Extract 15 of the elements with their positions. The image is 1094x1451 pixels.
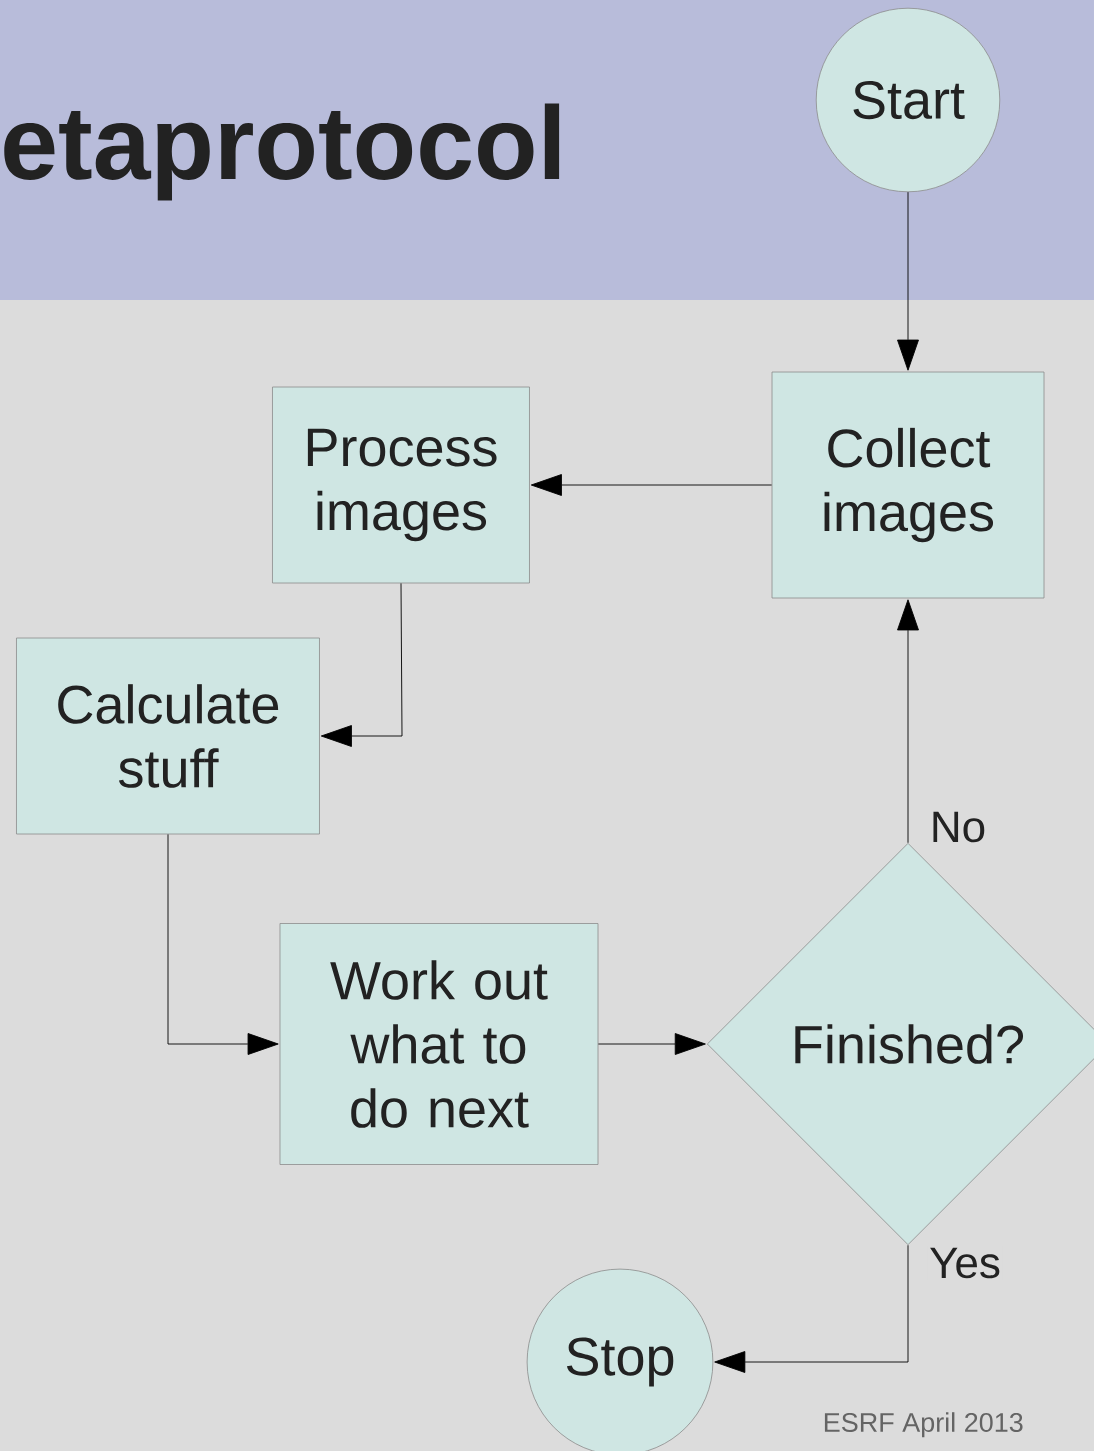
arrow [530,474,773,496]
process-box: Work out what to do next [279,923,599,1165]
edge-label: No [927,809,989,845]
process-box: Collect images [771,371,1045,599]
arrow [714,1244,909,1373]
title: etaprotocol [4,103,560,201]
arrow [897,599,919,844]
process-box: Process images [272,386,530,584]
arrow [167,833,279,1055]
edge-label: Yes [927,1245,1003,1281]
process-box: Calculate stuff [16,637,320,835]
footer-note: ESRF April 2013 [824,1412,1023,1438]
arrow [597,1033,706,1055]
arrow [897,191,919,371]
arrow [320,582,403,747]
